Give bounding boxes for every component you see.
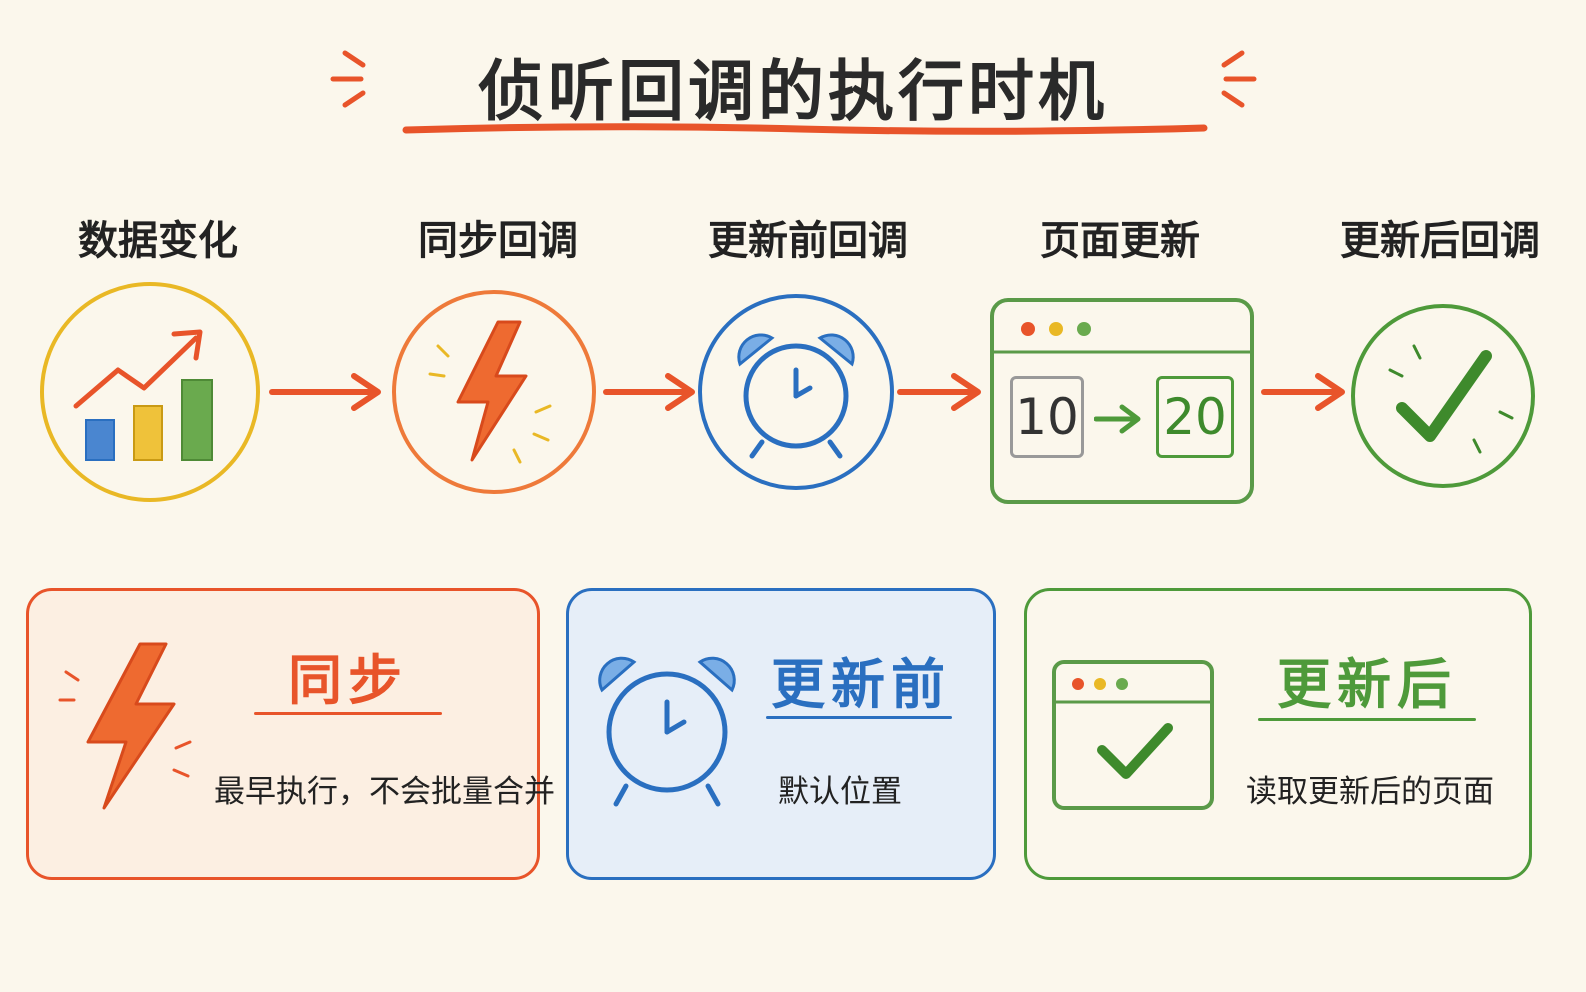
card-sync-title: 同步 bbox=[288, 649, 408, 712]
browser-check-icon bbox=[1052, 660, 1214, 810]
value-new: 20 bbox=[1156, 376, 1234, 458]
flow-arrow-4 bbox=[1261, 373, 1345, 411]
card-post bbox=[1024, 588, 1532, 880]
step-label-data-change: 数据变化 bbox=[78, 218, 238, 264]
left-burst-icon bbox=[330, 50, 366, 108]
browser-window-icon: 10 20 bbox=[990, 298, 1254, 504]
flow-arrow-3 bbox=[897, 373, 981, 411]
card-sync-underline bbox=[254, 712, 442, 715]
alarm-clock-icon bbox=[598, 656, 736, 807]
step-label-post: 更新后回调 bbox=[1340, 218, 1540, 264]
card-pre bbox=[566, 588, 996, 880]
card-post-underline bbox=[1258, 718, 1476, 721]
card-pre-title: 更新前 bbox=[771, 653, 951, 716]
title-underline bbox=[402, 123, 1208, 135]
card-sync-desc: 最早执行，不会批量合并 bbox=[214, 774, 555, 810]
card-pre-underline bbox=[766, 716, 952, 719]
value-arrow-icon bbox=[1094, 404, 1141, 434]
flow-arrow-1 bbox=[269, 373, 381, 411]
lightning-icon bbox=[58, 642, 192, 810]
card-pre-desc: 默认位置 bbox=[778, 774, 902, 810]
right-burst-icon bbox=[1221, 50, 1257, 108]
chart-icon bbox=[40, 282, 260, 502]
lightning-icon bbox=[392, 290, 596, 494]
step-label-pre: 更新前回调 bbox=[708, 218, 908, 264]
window-check bbox=[1056, 678, 1210, 779]
page-title: 侦听回调的执行时机 bbox=[478, 53, 1108, 130]
card-post-desc: 读取更新后的页面 bbox=[1246, 774, 1494, 810]
checkmark-icon bbox=[1351, 304, 1535, 488]
alarm-clock-icon bbox=[698, 294, 894, 490]
step-label-sync: 同步回调 bbox=[418, 218, 578, 264]
card-post-title: 更新后 bbox=[1277, 653, 1457, 716]
step-label-page-update: 页面更新 bbox=[1040, 218, 1200, 264]
window-dots bbox=[994, 322, 1250, 354]
flow-arrow-2 bbox=[603, 373, 695, 411]
value-old: 10 bbox=[1010, 376, 1084, 458]
